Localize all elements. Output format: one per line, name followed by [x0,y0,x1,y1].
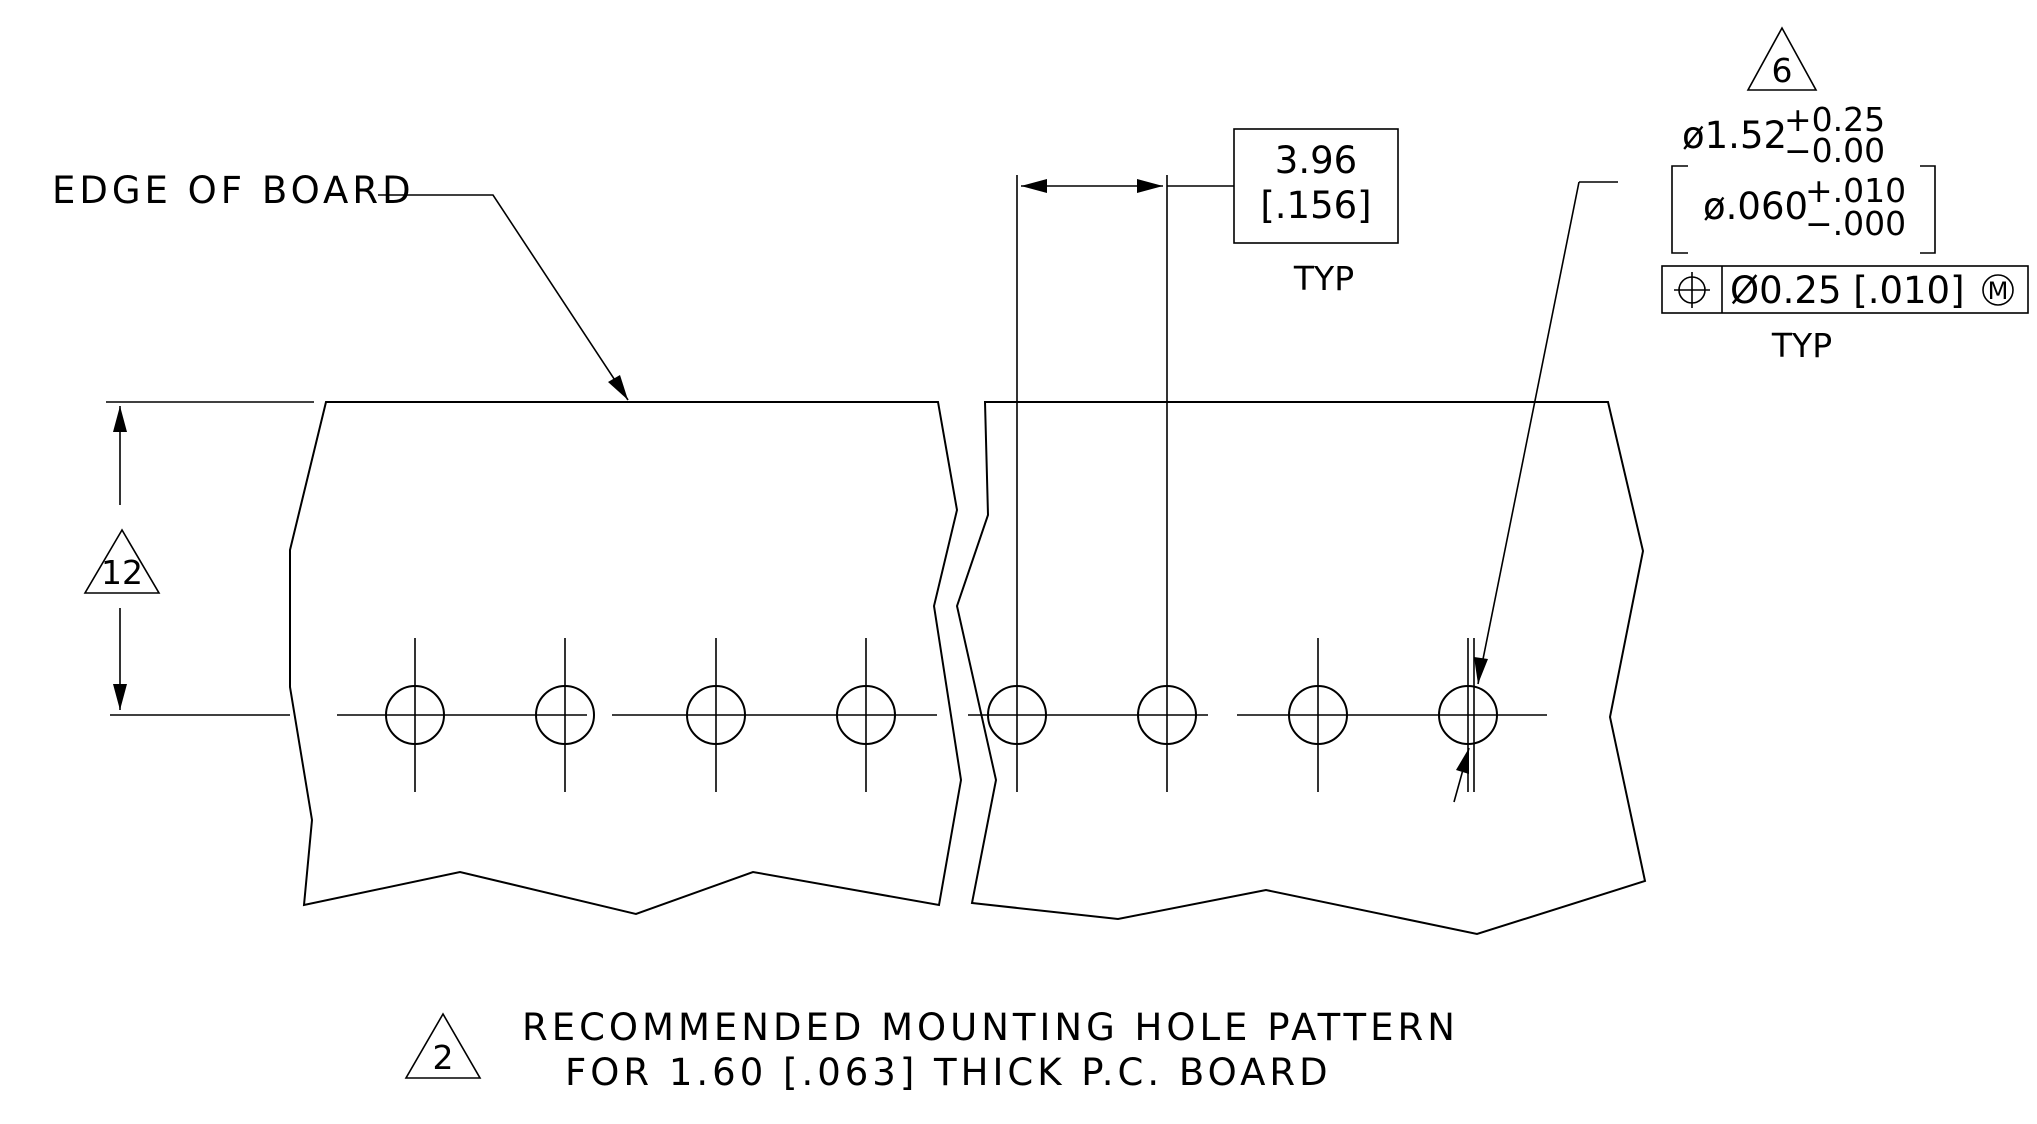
note-triangle-12 [83,528,161,594]
position-tolerance-value: Ø0.25 [.010] [1730,269,1965,312]
hole-metric-plus: +0.25 [1784,100,1885,139]
height-dimension: 12 [83,401,314,710]
mounting-hole [686,638,746,792]
pitch-metric-value: 3.96 [1275,139,1357,182]
holes-right [987,175,1498,792]
edge-of-board-leader [378,194,629,401]
position-symbol-icon [1674,272,1710,308]
mounting-hole [535,638,595,792]
hole-inch-minus: −.000 [1805,204,1906,243]
board-right [955,401,1647,936]
hole-metric-base: ø1.52 [1682,114,1787,157]
holes-left [385,638,896,792]
hole-inch-plus: +.010 [1805,171,1906,210]
mounting-hole [1288,638,1348,792]
bottom-note: 2 RECOMMENDED MOUNTING HOLE PATTERN FOR … [404,1006,1459,1094]
board-left [289,401,963,916]
note-triangle-2 [404,1012,482,1079]
note-number-2: 2 [433,1038,454,1077]
max-material-condition-icon: M [1982,274,2014,306]
svg-text:M: M [1988,277,2009,305]
hole-metric-minus: −0.00 [1784,131,1885,170]
mounting-hole [836,638,896,792]
position-tolerance-frame [1661,265,2029,314]
note-triangle-6 [1746,26,1818,91]
pitch-dimension-box [1233,128,1399,244]
hole-typ-label: TYP [1771,326,1832,365]
note-number-6: 6 [1772,51,1793,90]
mounting-hole [987,175,1047,792]
pitch-inch-value: [.156] [1260,184,1371,227]
mounting-hole [385,638,445,792]
note-line-2: FOR 1.60 [.063] THICK P.C. BOARD [565,1051,1332,1094]
note-number-12: 12 [101,553,143,592]
hole-diameter-callout: 6 ø1.52 +0.25 −0.00 ø.060 +.010 −.000 Ø0… [1453,26,2029,803]
mounting-hole [1137,175,1197,792]
pitch-dimension: 3.96 [.156] TYP [1021,128,1399,298]
edge-of-board-label: EDGE OF BOARD [52,169,415,212]
note-line-1: RECOMMENDED MOUNTING HOLE PATTERN [522,1006,1459,1049]
hole-inch-base: ø.060 [1703,185,1808,228]
pitch-typ-label: TYP [1293,259,1354,298]
